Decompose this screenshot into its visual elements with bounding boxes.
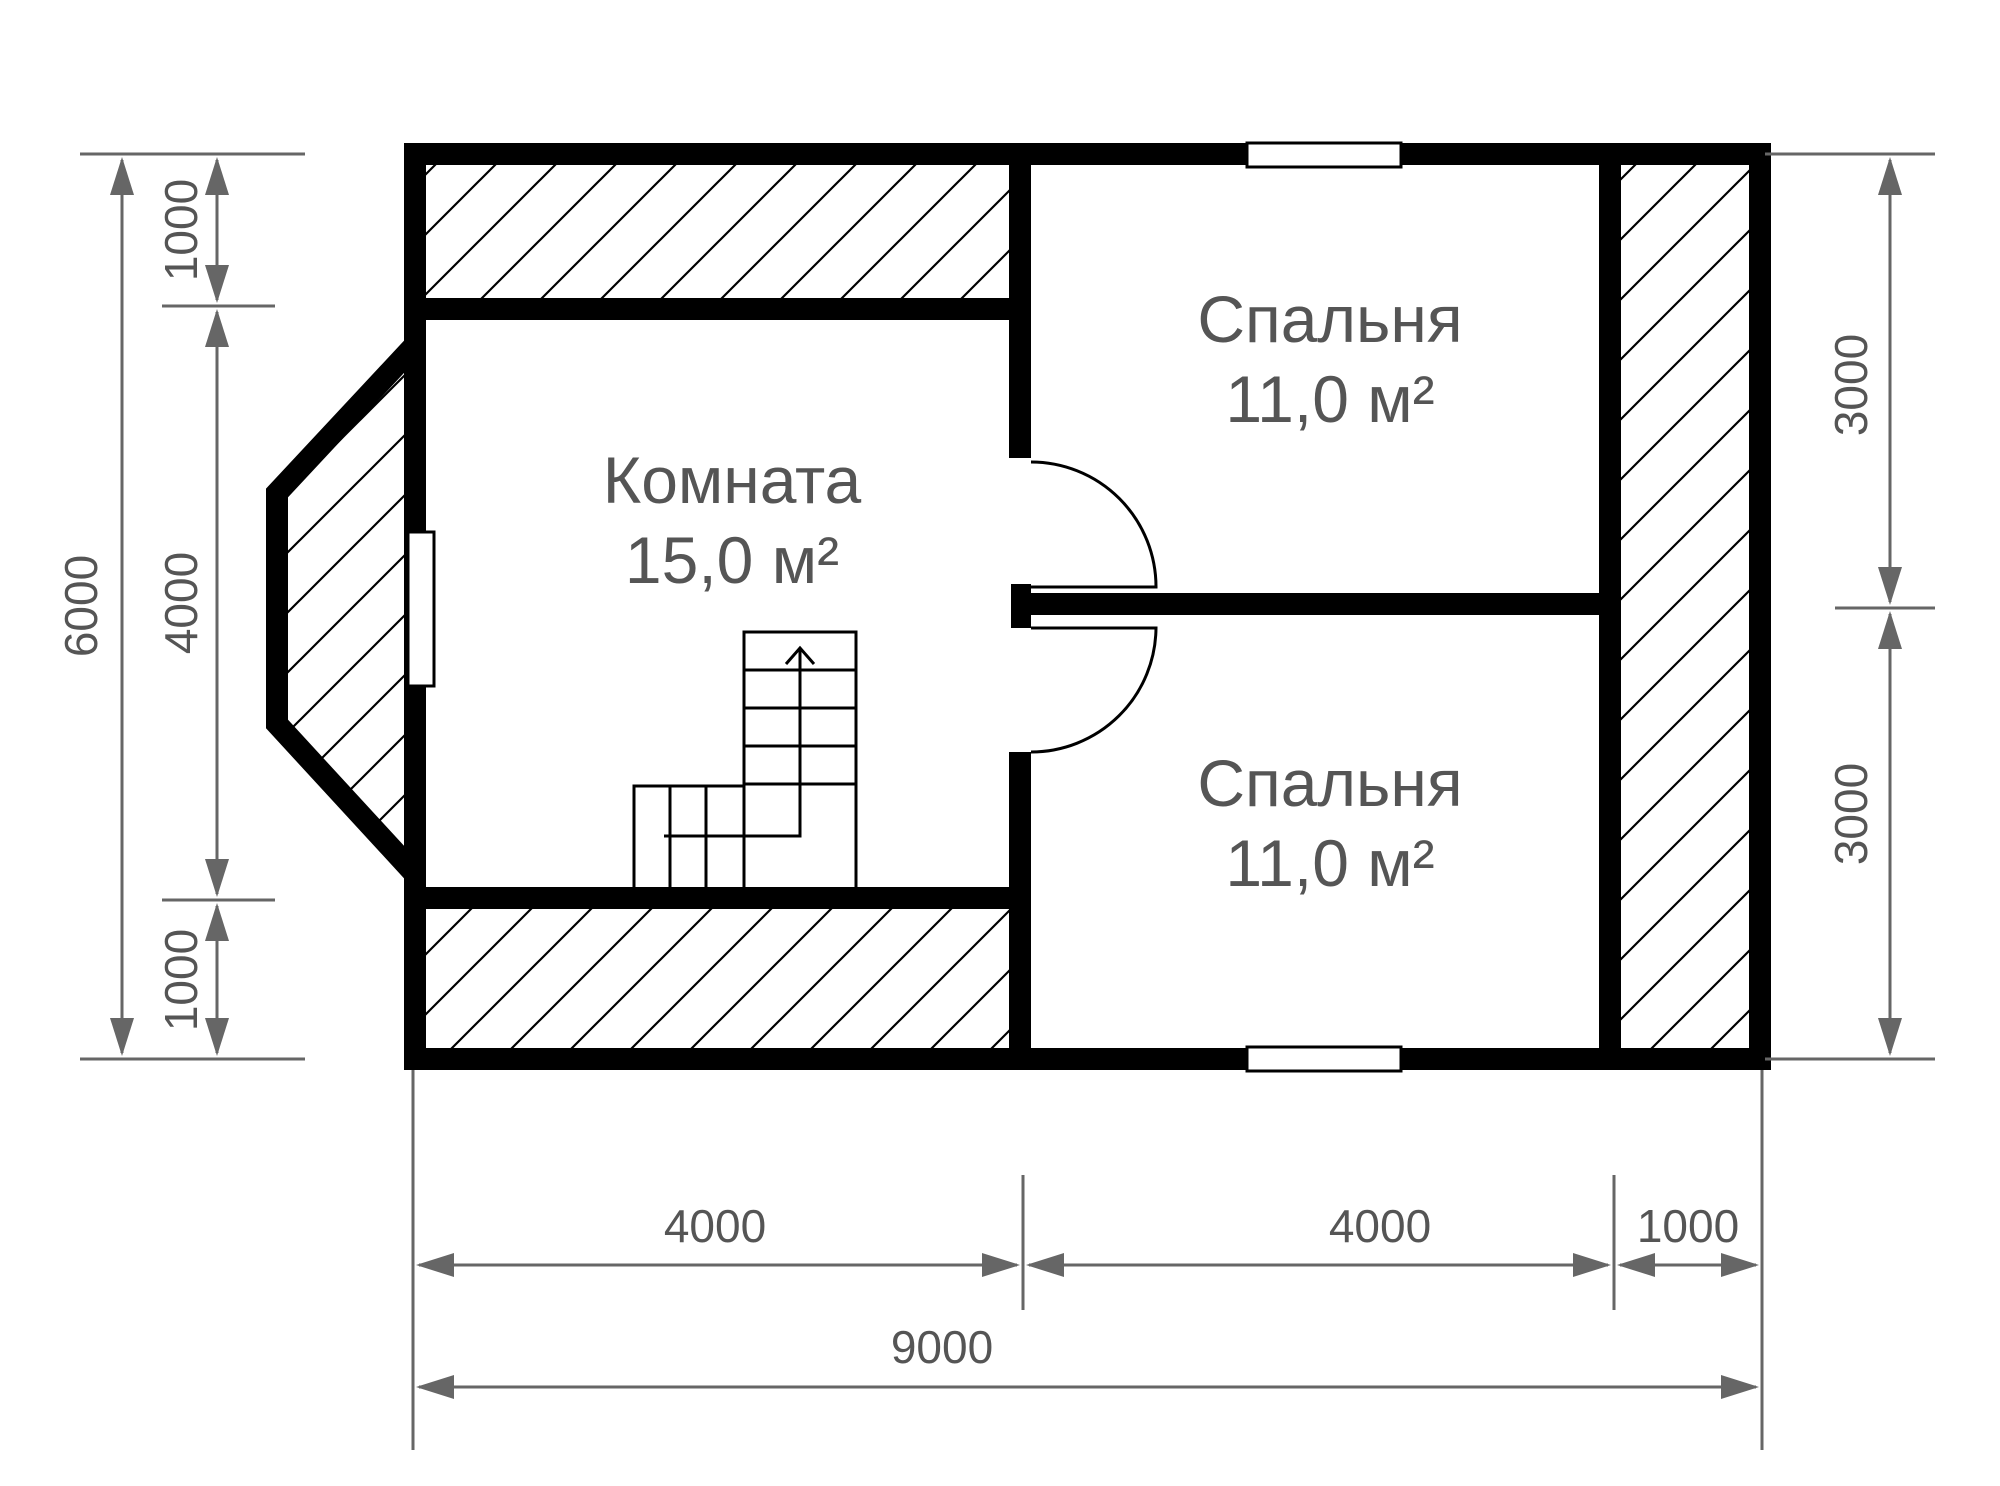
walls <box>266 143 1771 1070</box>
staircase <box>632 630 858 894</box>
dim-bottom-seg3: 1000 <box>1637 1200 1739 1252</box>
dim-bottom-seg2: 4000 <box>1329 1200 1431 1252</box>
dim-left-total: 6000 <box>55 555 107 657</box>
doors <box>1030 460 1158 754</box>
dim-right-bottom: 3000 <box>1825 763 1877 865</box>
window-top <box>1245 141 1403 169</box>
dim-left-bottom: 1000 <box>155 929 207 1031</box>
door-jamb <box>1011 584 1031 628</box>
dim-right-top: 3000 <box>1825 334 1877 436</box>
room-area-bedroom-bottom: 11,0 м² <box>1225 826 1434 900</box>
room-name-bedroom-bottom: Спальня <box>1197 746 1462 820</box>
dim-left-middle: 4000 <box>155 552 207 654</box>
extension-lines <box>80 152 1935 1450</box>
room-name-komnata: Комната <box>603 443 862 517</box>
hatched-zones <box>279 165 1750 1048</box>
dimension-labels: 6000 1000 4000 1000 3000 3000 4000 4000 … <box>55 179 1877 1373</box>
dimension-lines <box>120 160 1892 1389</box>
door-bottom <box>1030 626 1158 754</box>
window-bottom <box>1245 1045 1403 1073</box>
hatched-zone-top-left <box>426 165 1010 308</box>
windows <box>406 141 1403 1073</box>
window-left <box>406 530 436 688</box>
hatched-zone-right <box>1620 165 1750 1048</box>
dim-left-top: 1000 <box>155 179 207 281</box>
dimension-arrows <box>110 157 1902 1399</box>
dim-bottom-total: 9000 <box>891 1321 993 1373</box>
room-name-bedroom-top: Спальня <box>1197 282 1462 356</box>
room-area-bedroom-top: 11,0 м² <box>1225 362 1434 436</box>
door-top <box>1030 460 1158 589</box>
dim-bottom-seg1: 4000 <box>664 1200 766 1252</box>
hatched-zone-bottom-left <box>426 908 1010 1048</box>
hatched-zone-bay <box>279 343 412 877</box>
room-labels: Комната 15,0 м² Спальня 11,0 м² Спальня … <box>603 282 1463 900</box>
room-area-komnata: 15,0 м² <box>625 523 839 597</box>
